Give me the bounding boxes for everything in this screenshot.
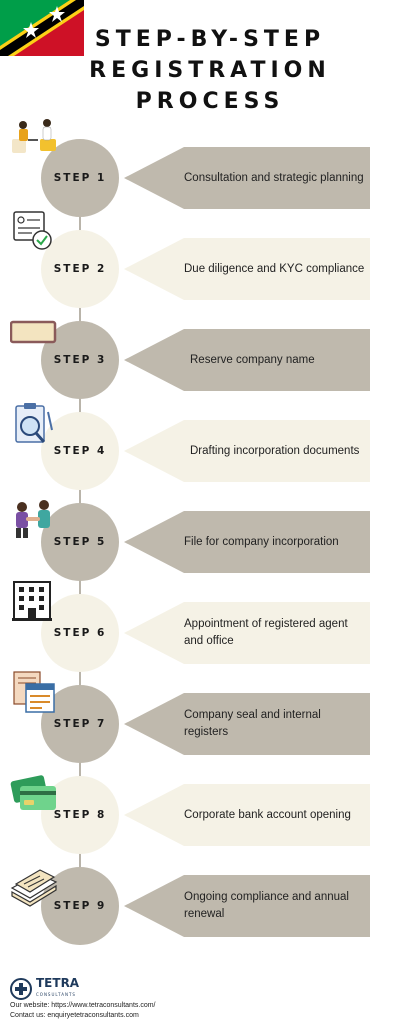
title-line-1: STEP-BY-STEP bbox=[94, 27, 326, 52]
step-description: Company seal and internal registers bbox=[184, 709, 321, 738]
step-circle: STEP 4 bbox=[41, 412, 119, 490]
step-description: Ongoing compliance and annual renewal bbox=[184, 891, 349, 920]
logo-subtitle: CONSULTANTS bbox=[36, 992, 76, 997]
step-row-8: STEP 8 Corporate bank account opening bbox=[0, 776, 410, 856]
step-description: Corporate bank account opening bbox=[184, 808, 351, 821]
step-description-box: Company seal and internal registers bbox=[124, 693, 370, 755]
step-description: File for company incorporation bbox=[184, 535, 339, 548]
title-line-2: REGISTRATION bbox=[89, 58, 331, 83]
step-row-9: STEP 9 Ongoing compliance and annual ren… bbox=[0, 867, 410, 947]
step-description: Appointment of registered agent and offi… bbox=[184, 618, 348, 647]
step-circle: STEP 6 bbox=[41, 594, 119, 672]
step-circle: STEP 5 bbox=[41, 503, 119, 581]
step-row-1: STEP 1 Consultation and strategic planni… bbox=[0, 139, 410, 219]
step-description-box: Ongoing compliance and annual renewal bbox=[124, 875, 370, 937]
tetra-logo: TETRA CONSULTANTS bbox=[10, 976, 80, 1000]
footer-website: Our website: https://www.tetraconsultant… bbox=[10, 1002, 156, 1009]
footer-email: Contact us: enquiryetetraconsultants.com bbox=[10, 1012, 139, 1019]
step-description-box: Corporate bank account opening bbox=[124, 784, 370, 846]
step-description: Consultation and strategic planning bbox=[184, 171, 364, 184]
step-description-box: Consultation and strategic planning bbox=[124, 147, 370, 209]
stacked-papers-icon bbox=[10, 869, 58, 907]
step-row-4: STEP 4 Drafting incorporation documents bbox=[0, 412, 410, 492]
bank-cards-icon bbox=[10, 775, 56, 810]
tetra-logo-icon bbox=[10, 978, 32, 1000]
step-row-3: STEP 3 Reserve company name bbox=[0, 321, 410, 401]
logo-name: TETRA bbox=[36, 976, 80, 990]
title-line-3: PROCESS bbox=[135, 89, 285, 114]
registers-documents-icon bbox=[13, 671, 55, 713]
saint-kitts-nevis-flag-icon bbox=[0, 0, 84, 56]
page-title: STEP-BY-STEP REGISTRATION PROCESS bbox=[80, 24, 340, 117]
step-description-box: Due diligence and KYC compliance bbox=[124, 238, 370, 300]
step-description-box: Drafting incorporation documents bbox=[124, 420, 370, 482]
footer-contact: Our website: https://www.tetraconsultant… bbox=[10, 1001, 156, 1021]
step-circle: STEP 1 bbox=[41, 139, 119, 217]
step-description-box: File for company incorporation bbox=[124, 511, 370, 573]
step-description-box: Appointment of registered agent and offi… bbox=[124, 602, 370, 664]
step-circle: STEP 9 bbox=[41, 867, 119, 945]
consultation-meeting-icon bbox=[12, 119, 56, 153]
document-check-icon bbox=[13, 211, 52, 250]
step-description: Reserve company name bbox=[190, 353, 315, 366]
step-row-6: STEP 6 Appointment of registered agent a… bbox=[0, 594, 410, 674]
office-building-icon bbox=[12, 581, 52, 621]
step-circle: STEP 3 bbox=[41, 321, 119, 399]
name-plate-icon bbox=[10, 320, 57, 344]
step-description: Drafting incorporation documents bbox=[190, 444, 360, 457]
step-row-5: STEP 5 File for company incorporation bbox=[0, 503, 410, 583]
step-circle: STEP 2 bbox=[41, 230, 119, 308]
step-description-box: Reserve company name bbox=[124, 329, 370, 391]
step-row-7: STEP 7 Company seal and internal registe… bbox=[0, 685, 410, 765]
clipboard-magnifier-icon bbox=[15, 403, 53, 443]
handshake-people-icon bbox=[16, 500, 50, 538]
step-description: Due diligence and KYC compliance bbox=[184, 262, 365, 275]
step-row-2: STEP 2 Due diligence and KYC compliance bbox=[0, 230, 410, 310]
